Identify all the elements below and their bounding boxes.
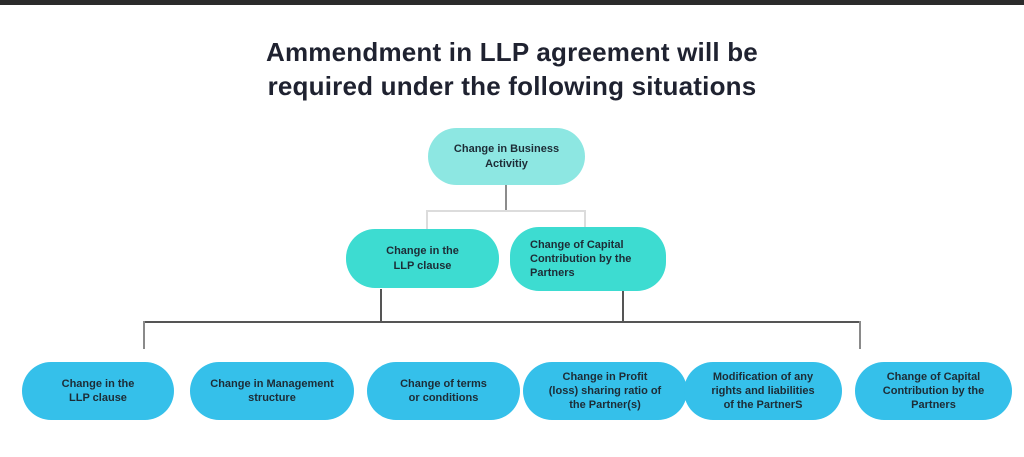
node-capital-contribution: Change of Capital Contribution by the Pa… bbox=[855, 362, 1012, 420]
connector-level3-horizontal bbox=[143, 321, 861, 323]
connector-level2-drop-left bbox=[426, 210, 428, 229]
connector-level3-drop-right bbox=[859, 321, 861, 349]
connector-l2b-stem bbox=[622, 289, 624, 322]
diagram-title: Ammendment in LLP agreement will be requ… bbox=[266, 37, 758, 101]
connector-l2a-stem bbox=[380, 289, 382, 322]
node-management-structure: Change in Management structure bbox=[190, 362, 354, 420]
connector-level2-drop-right bbox=[584, 210, 586, 229]
connector-level3-drop-left bbox=[143, 321, 145, 349]
connector-root-stem bbox=[505, 185, 507, 211]
node-terms-conditions: Change of terms or conditions bbox=[367, 362, 520, 420]
node-change-business-activity: Change in Business Activitiy bbox=[428, 128, 585, 185]
node-capital-contribution-l2: Change of Capital Contribution by the Pa… bbox=[510, 227, 666, 291]
connector-level2-horizontal bbox=[426, 210, 586, 212]
top-border-bar bbox=[0, 0, 1024, 5]
node-change-llp-clause: Change in the LLP clause bbox=[22, 362, 174, 420]
node-change-llp-clause-l2: Change in the LLP clause bbox=[346, 229, 499, 288]
node-rights-liabilities: Modification of any rights and liabiliti… bbox=[684, 362, 842, 420]
node-profit-sharing-ratio: Change in Profit (loss) sharing ratio of… bbox=[523, 362, 687, 420]
